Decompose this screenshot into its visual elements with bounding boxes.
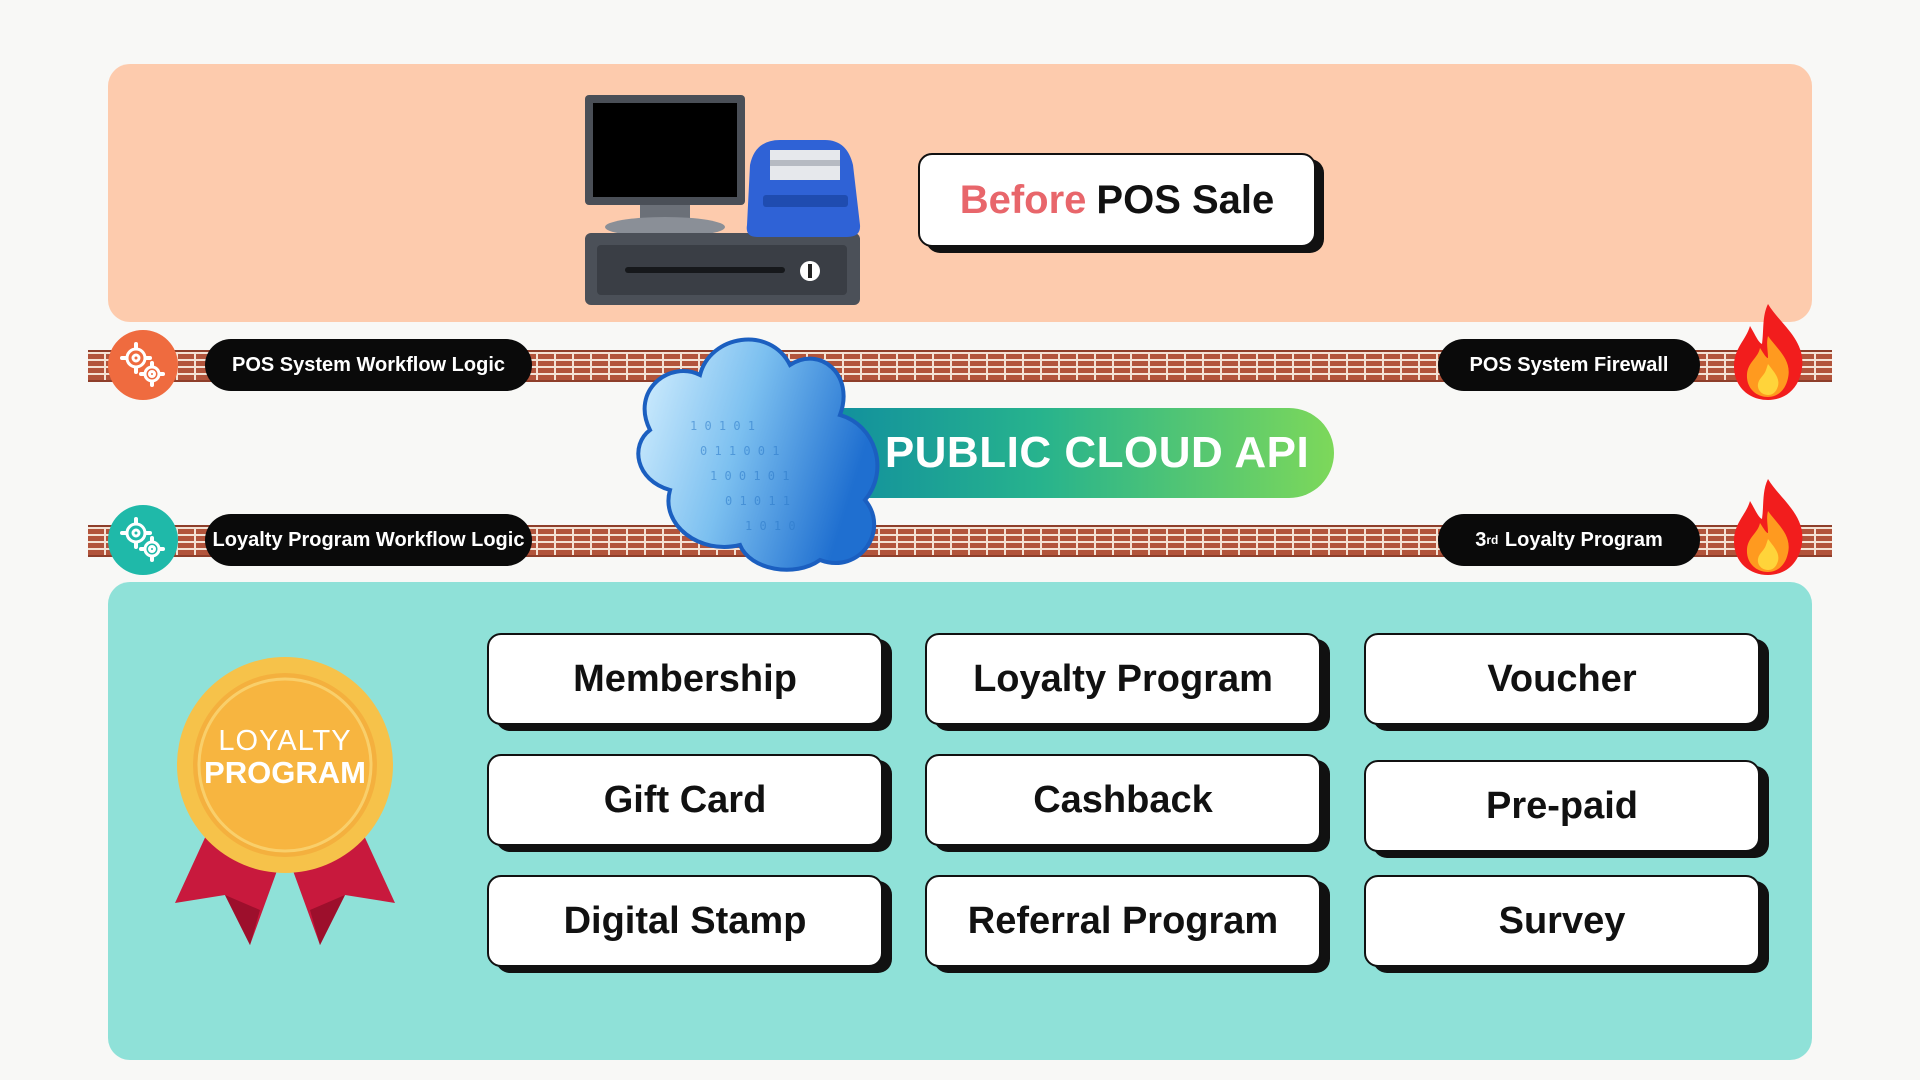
svg-text:1 0 1 0 1: 1 0 1 0 1 [690, 419, 755, 433]
pos-terminal-icon [585, 95, 861, 305]
medal-icon [175, 657, 395, 945]
feature-card-voucher: Voucher [1364, 633, 1760, 725]
flame-icon [1734, 479, 1803, 575]
svg-text:0 1 1 0 0 1: 0 1 1 0 0 1 [700, 444, 779, 458]
loyalty-workflow-label: Loyalty Program Workflow Logic [205, 514, 532, 566]
pos-firewall-label: POS System Firewall [1438, 339, 1700, 391]
third-party-text: Loyalty Program [1504, 528, 1663, 551]
pos-workflow-label: POS System Workflow Logic [205, 339, 532, 391]
feature-card-gift-card: Gift Card [487, 754, 883, 846]
before-pos-sale-header: Before POS Sale [918, 153, 1316, 247]
feature-card-membership: Membership [487, 633, 883, 725]
flame-icon [1734, 304, 1803, 400]
feature-card-survey: Survey [1364, 875, 1760, 967]
feature-card-digital-stamp: Digital Stamp [487, 875, 883, 967]
third-party-suffix: rd [1486, 533, 1499, 547]
gear-icon [108, 505, 178, 575]
public-cloud-api-banner: PUBLIC CLOUD API [800, 408, 1334, 498]
cloud-icon: 1 0 1 0 1 0 1 1 0 0 1 1 0 0 1 0 1 0 1 0 … [636, 337, 880, 572]
header-accent-word: Before [959, 177, 1087, 222]
svg-text:1 0 1 0: 1 0 1 0 [745, 519, 796, 533]
gear-icon [108, 330, 178, 400]
third-party-number: 3 [1475, 528, 1487, 551]
feature-card-cashback: Cashback [925, 754, 1321, 846]
medal-line-1: LOYALTY [218, 725, 352, 757]
medal-line-2: PROGRAM [204, 755, 366, 790]
medal-text: LOYALTY PROGRAM [165, 725, 405, 789]
feature-card-pre-paid: Pre-paid [1364, 760, 1760, 852]
feature-card-referral-program: Referral Program [925, 875, 1321, 967]
feature-card-loyalty-program: Loyalty Program [925, 633, 1321, 725]
svg-text:1 0 0 1 0 1: 1 0 0 1 0 1 [710, 469, 789, 483]
svg-text:0 1 0 1 1: 0 1 0 1 1 [725, 494, 790, 508]
header-rest: POS Sale [1096, 177, 1275, 222]
